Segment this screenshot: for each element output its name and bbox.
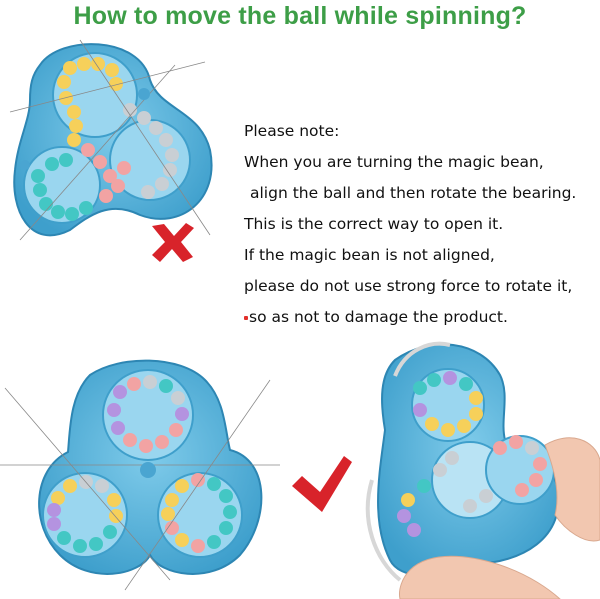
ball-ring-right [161,473,237,553]
hands-rotating-toy-image [365,341,600,599]
ball-group-middle [397,451,493,537]
notes-line-4: If the magic bean is not aligned, [244,246,495,264]
check-mark-icon [292,456,352,512]
notes-line-6: so as not to damage the product. [244,302,594,333]
toy-aligned-image [0,359,280,591]
ball-ring-top [107,375,189,453]
notes-line-1: When you are turning the magic bean, [244,153,544,171]
ball-group-right [493,435,547,497]
ball-ring-left [47,475,123,553]
notes-line-5: please do not use strong force to rotate… [244,277,573,295]
notes-line-3: This is the correct way to open it. [244,215,504,233]
ball-cluster-teal [31,153,93,221]
notes-line-6-text: so as not to damage the product. [249,308,508,326]
ball-cluster-yellow [57,57,123,147]
notes-heading: Please note: [244,122,340,140]
ball-cluster-pink [81,143,131,203]
cross-mark-icon [152,223,194,262]
ball-group-top [413,371,483,437]
instructions-text: Please note: When you are turning the ma… [244,116,594,333]
red-dot-mark [244,315,248,320]
ball-cluster-grey [123,103,179,199]
page-title: How to move the ball while spinning? [73,2,527,30]
notes-line-2: align the ball and then rotate the beari… [250,184,577,202]
toy-misaligned-image [9,39,213,241]
